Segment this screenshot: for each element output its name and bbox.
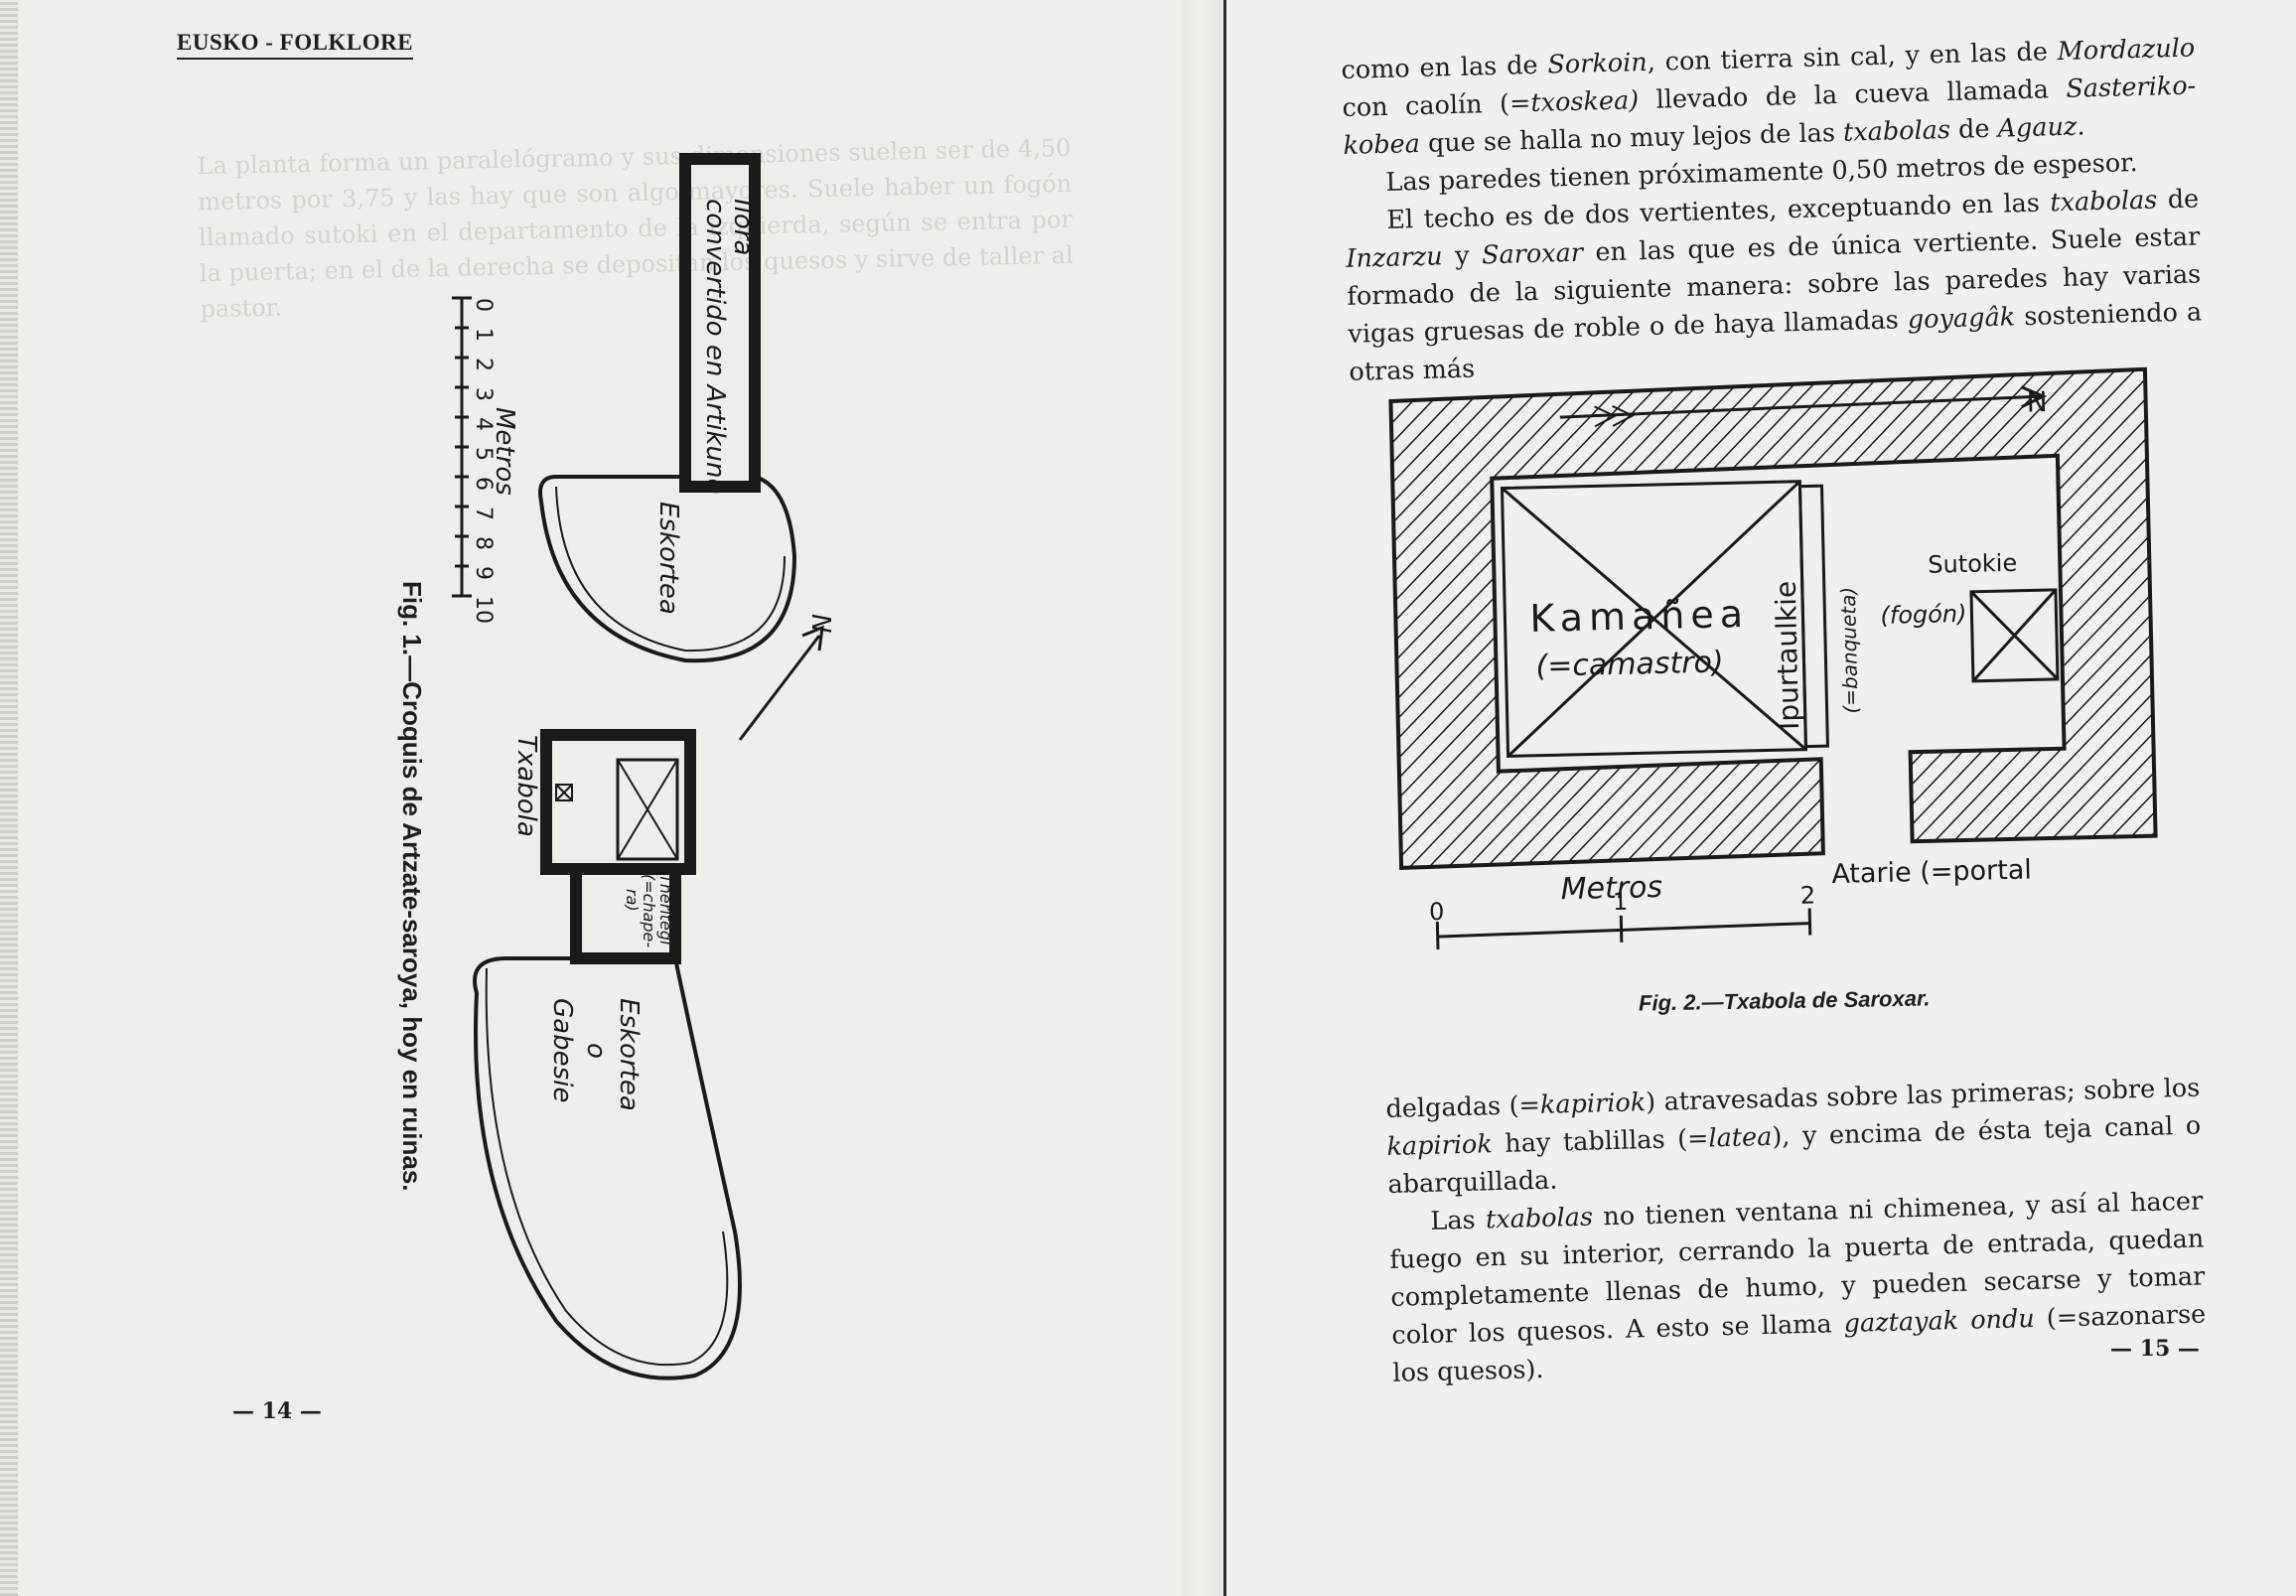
fig1-room-label-2: convertido en Artikune: [700, 199, 730, 495]
scale-label: 6: [471, 477, 496, 491]
figure1-plan: 0 1 2 3 4 5 6 7 8 9 10 Metros Ilora conv…: [452, 153, 835, 1380]
fig2-camastro-label: (=camastro): [1535, 645, 1724, 683]
fig1-scale-labels: 0 1 2 3 4 5 6 7 8 9 10: [471, 298, 496, 624]
fig1-theritegi-label-2: (=chape-: [640, 874, 658, 947]
fig1-theritegi-label-3: ra): [623, 889, 642, 912]
fig1-eskortea-top: Eskortea: [653, 502, 683, 615]
fig2-sutokie-label: Sutokie: [1928, 549, 2017, 579]
page-number-right: — 15 —: [2110, 1336, 2200, 1362]
fig1-eskortea-bottom: Eskortea: [614, 998, 644, 1111]
scale-label: 4: [471, 417, 496, 431]
scale-label: 0: [471, 298, 496, 312]
scale-label: 2: [471, 358, 496, 371]
fig2-north-label: N: [2026, 385, 2048, 418]
fig2-scale-0: 0: [1429, 898, 1445, 926]
paragraph-4: delgadas (=kapiriok) atravesadas sobre l…: [1385, 1073, 2202, 1200]
fig1-txabola-label: Txabola: [511, 735, 541, 837]
scale-label: 7: [471, 507, 496, 520]
running-head: EUSKO - FOLKLORE: [177, 30, 414, 60]
scale-label: 9: [471, 566, 496, 580]
fig1-theritegi-label: Theritegi: [656, 874, 675, 945]
scale-label: 3: [471, 387, 496, 401]
fig1-gabesie-label: Gabesie: [547, 998, 577, 1102]
scale-label: 10: [471, 596, 496, 624]
fig2-atarie-label: Atarie (=portal: [1831, 854, 2032, 890]
fig1-north-label: N: [805, 614, 835, 633]
scale-label: 1: [471, 328, 496, 342]
fig2-kamanea-label: Kamañea: [1529, 592, 1750, 641]
fig1-metros-label: Metros: [490, 407, 519, 496]
scale-label: 5: [471, 447, 496, 461]
scale-label: 8: [471, 536, 496, 550]
left-page: EUSKO - FOLKLORE La planta forma un para…: [0, 0, 1074, 1596]
fig2-scale-1: 1: [1613, 888, 1629, 916]
fig2-scale-2: 2: [1800, 881, 1816, 909]
paragraph-5: Las txabolas no tienen ventana ni chimen…: [1389, 1186, 2207, 1388]
page-edge: [0, 0, 18, 1596]
fig2-metros-label: Metros: [1560, 870, 1662, 907]
fig2-banqueta-label: (=banqueta): [1836, 587, 1863, 714]
fig2-ipurtaukie-label: Ipurtaulkie: [1770, 580, 1805, 730]
figure2-caption: Fig. 2.—Txabola de Saroxar.: [1638, 985, 1931, 1016]
gutter-line: [1223, 0, 1227, 1596]
right-bottom-text: delgadas (=kapiriok) atravesadas sobre l…: [1385, 1070, 2208, 1392]
fig1-room-label: Ilora: [728, 199, 758, 255]
fig2-fogon-label: (fogón): [1880, 600, 1967, 630]
page-number-left: — 14 —: [232, 1398, 322, 1424]
book-gutter: [1182, 0, 1226, 1596]
fig1-o-label: o: [581, 1043, 611, 1059]
